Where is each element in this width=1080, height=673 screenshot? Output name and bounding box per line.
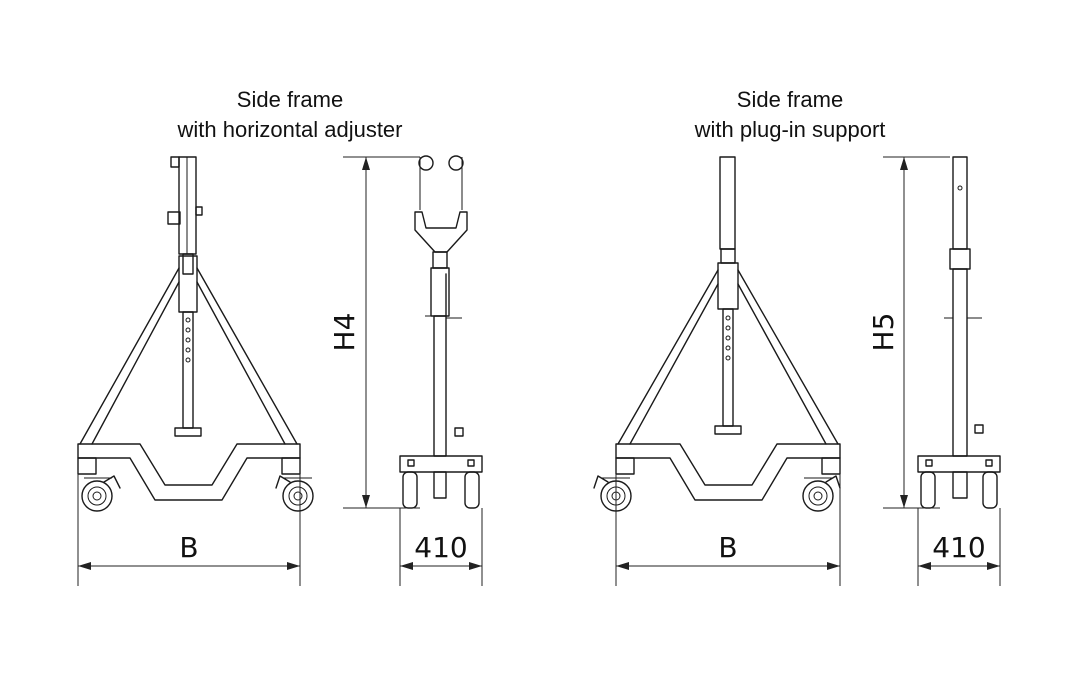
right-dimensions: H5 B 410 [615,156,1001,586]
right-caption: Side frame with plug-in support [694,87,886,142]
right-width-label: B [718,531,737,564]
right-title-line1: Side frame [737,87,843,112]
right-height-label: H5 [867,313,900,352]
left-depth-label: 410 [414,531,467,564]
right-title-line2: with plug-in support [694,117,886,142]
left-front-view [77,156,314,512]
left-height-label: H4 [328,313,361,352]
right-side-view [917,156,1001,509]
left-title-line1: Side frame [237,87,343,112]
right-front-view [593,156,841,512]
left-side-view [399,155,483,509]
left-dimensions: H4 B 410 [77,156,483,586]
left-width-label: B [179,531,198,564]
left-title-line2: with horizontal adjuster [176,117,402,142]
left-caption: Side frame with horizontal adjuster [176,87,402,142]
right-depth-label: 410 [932,531,985,564]
